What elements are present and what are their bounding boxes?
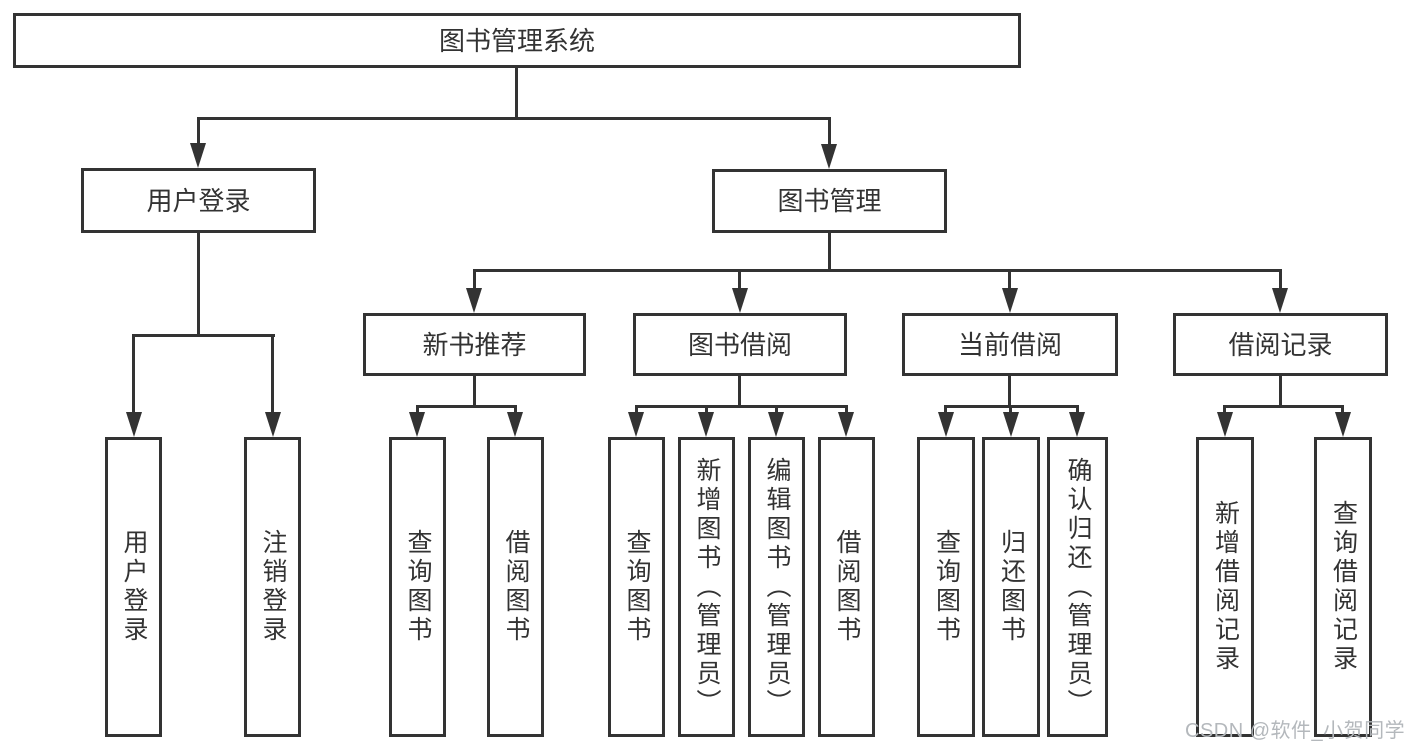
node-book-management-label: 图书管理 <box>777 186 882 216</box>
edge-drop-g0c1 <box>514 405 517 415</box>
leaf-edit-books-admin: 编辑图书（管理员） <box>748 437 805 737</box>
node-current-borrowing: 当前借阅 <box>902 313 1118 376</box>
arrowhead-login-icon <box>126 412 142 437</box>
leaf-query-books-borrowing: 查询图书 <box>608 437 665 737</box>
csdn-watermark: CSDN @软件_小贺同学 <box>1185 720 1405 742</box>
node-borrowing-records-label: 借阅记录 <box>1228 329 1333 360</box>
edge-drop-borrowing <box>738 269 741 291</box>
edge-g2-trunk <box>1008 375 1011 408</box>
arrowhead-g2c1-icon <box>1003 412 1019 437</box>
edge-drop-g1c2 <box>775 405 778 415</box>
leaf-borrow-books-recommend: 借阅图书 <box>487 437 544 737</box>
arrowhead-g1c0-icon <box>628 412 644 437</box>
edge-drop-g3c1 <box>1341 405 1344 415</box>
arrowhead-book-mgmt-icon <box>821 144 837 169</box>
edge-books-trunk <box>828 233 831 272</box>
edge-drop-g2c0 <box>944 405 947 415</box>
node-borrowing-records: 借阅记录 <box>1173 313 1388 376</box>
edge-drop-new-books <box>473 269 476 291</box>
edge-drop-user-login <box>197 117 200 145</box>
node-user-login-label: 用户登录 <box>146 185 251 216</box>
node-book-management-module: 图书管理 <box>712 169 947 233</box>
edge-g0-branch <box>416 405 517 408</box>
arrowhead-g0c0-icon <box>409 412 425 437</box>
edge-drop-logout <box>271 334 274 416</box>
node-root-label: 图书管理系统 <box>438 25 595 56</box>
edge-user-branch <box>132 334 275 337</box>
leaf-confirm-return-admin: 确认归还（管理员） <box>1047 437 1108 737</box>
edge-g3-branch <box>1223 405 1344 408</box>
leaf-query-books-recommend: 查询图书 <box>389 437 446 737</box>
leaf-logout: 注销登录 <box>244 437 301 737</box>
arrowhead-logout-icon <box>265 412 281 437</box>
leaf-add-borrow-record: 新增借阅记录 <box>1196 437 1254 737</box>
edge-drop-records <box>1279 269 1282 291</box>
node-user-login-module: 用户登录 <box>81 168 316 233</box>
edge-drop-g2c2 <box>1076 405 1079 415</box>
leaf-borrow-books: 借阅图书 <box>818 437 875 737</box>
edge-books-branch <box>473 269 1282 272</box>
arrowhead-records-icon <box>1272 288 1288 313</box>
leaf-return-books: 归还图书 <box>982 437 1040 737</box>
edge-g0-trunk <box>473 375 476 408</box>
edge-user-trunk <box>197 233 200 337</box>
edge-drop-current <box>1008 269 1011 291</box>
edge-g1-trunk <box>738 375 741 408</box>
edge-g3-trunk <box>1279 375 1282 408</box>
arrowhead-g1c3-icon <box>838 412 854 437</box>
arrowhead-user-login-icon <box>190 143 206 168</box>
arrowhead-g0c1-icon <box>507 412 523 437</box>
node-current-borrowing-label: 当前借阅 <box>957 329 1062 360</box>
node-book-borrowing-label: 图书借阅 <box>687 329 792 360</box>
node-new-book-recommend-label: 新书推荐 <box>422 329 527 360</box>
edge-root-branch <box>197 117 831 120</box>
edge-drop-g0c0 <box>416 405 419 415</box>
edge-drop-book-mgmt <box>828 117 831 145</box>
arrowhead-g2c2-icon <box>1069 412 1085 437</box>
leaf-user-login: 用户登录 <box>105 437 162 737</box>
edge-drop-g1c1 <box>705 405 708 415</box>
arrowhead-g2c0-icon <box>938 412 954 437</box>
arrowhead-g3c0-icon <box>1217 412 1233 437</box>
leaf-query-borrow-record: 查询借阅记录 <box>1314 437 1372 737</box>
edge-drop-g3c0 <box>1223 405 1226 415</box>
node-root-system: 图书管理系统 <box>13 13 1021 68</box>
edge-drop-g2c1 <box>1009 405 1012 415</box>
arrowhead-current-icon <box>1002 288 1018 313</box>
edge-g1-branch <box>635 405 848 408</box>
arrowhead-new-books-icon <box>466 288 482 313</box>
edge-drop-g1c0 <box>635 405 638 415</box>
leaf-query-books-current: 查询图书 <box>917 437 975 737</box>
node-new-book-recommend: 新书推荐 <box>363 313 586 376</box>
arrowhead-borrowing-icon <box>732 288 748 313</box>
arrowhead-g3c1-icon <box>1335 412 1351 437</box>
edge-drop-login <box>132 334 135 416</box>
leaf-add-books-admin: 新增图书（管理员） <box>678 437 735 737</box>
edge-root-trunk <box>515 68 518 119</box>
edge-drop-g1c3 <box>845 405 848 415</box>
node-book-borrowing: 图书借阅 <box>633 313 847 376</box>
arrowhead-g1c2-icon <box>768 412 784 437</box>
arrowhead-g1c1-icon <box>698 412 714 437</box>
